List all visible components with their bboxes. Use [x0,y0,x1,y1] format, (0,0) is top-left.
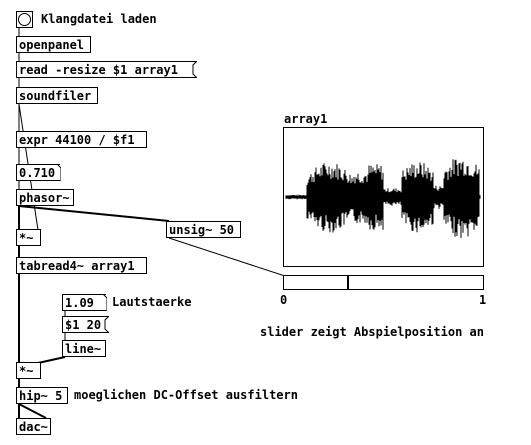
slider-knob[interactable] [347,276,349,289]
message-flag-icon [103,316,109,333]
tabread-object[interactable]: tabread4~ array1 [16,257,147,274]
load-bang[interactable] [16,11,33,28]
multiply-object-2[interactable]: *~ [16,362,41,379]
openpanel-object[interactable]: openpanel [16,36,91,53]
array-graph[interactable] [283,127,484,267]
slider-info-comment: slider zeigt Abspielposition an [260,325,484,339]
hip-object[interactable]: hip~ 5 [16,387,68,404]
dc-offset-comment: moeglichen DC-Offset ausfiltern [74,388,298,402]
unsig-object[interactable]: unsig~ 50 [166,221,241,238]
phasor-object[interactable]: phasor~ [16,189,74,206]
frequency-value: 0.710 [19,166,56,180]
soundfiler-object[interactable]: soundfiler [16,87,98,104]
read-message[interactable]: read -resize $1 array1 [16,61,197,78]
volume-value: 1.09 [65,296,94,310]
ramp-message-text: $1 20 [65,318,102,332]
number-corner-icon [101,294,107,311]
volume-number-box[interactable]: 1.09 [62,294,107,311]
dac-object[interactable]: dac~ [16,418,51,435]
multiply-object-1[interactable]: *~ [16,229,41,246]
number-corner-icon [55,164,61,181]
slider-max-label: 1 [479,293,487,307]
waveform-plot [285,159,481,238]
expr-object[interactable]: expr 44100 / $f1 [16,131,147,148]
read-message-text: read -resize $1 array1 [19,63,178,77]
line-object[interactable]: line~ [62,340,106,357]
position-slider[interactable] [283,275,484,290]
ramp-message[interactable]: $1 20 [62,316,109,333]
array-name-label: array1 [284,112,328,126]
load-comment: Klangdatei laden [41,12,157,26]
message-flag-icon [191,61,197,78]
frequency-number-box[interactable]: 0.710 [16,164,61,181]
slider-min-label: 0 [280,293,288,307]
volume-comment: Lautstaerke [112,295,192,309]
